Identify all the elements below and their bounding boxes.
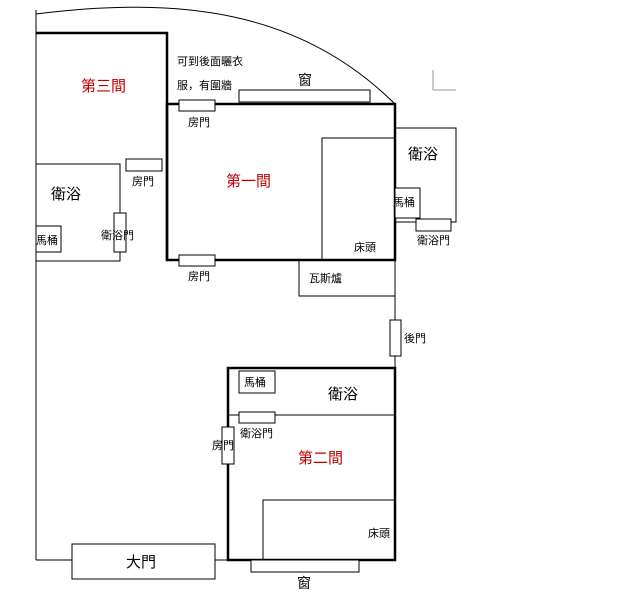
room-two-bathroom-label: 衛浴 xyxy=(328,385,358,403)
room-two-window-label: 窗 xyxy=(297,575,311,592)
room-one-bathroom-label: 衛浴 xyxy=(408,145,438,163)
room-three-door[interactable] xyxy=(125,158,163,172)
room-three-toilet-label: 馬桶 xyxy=(36,233,58,247)
main-door-label: 大門 xyxy=(126,553,156,571)
back-door[interactable] xyxy=(389,319,402,357)
room-two-bed-label: 床頭 xyxy=(368,526,390,540)
room-one-window-label: 窗 xyxy=(298,72,312,89)
room-two-door[interactable] xyxy=(221,426,235,465)
room-one-bed-label: 床頭 xyxy=(354,240,376,254)
gas-heater-wall xyxy=(298,260,395,297)
room-two-toilet-label: 馬桶 xyxy=(244,375,266,389)
room-two-window xyxy=(250,559,360,573)
room-one-bathroom-door-label: 衛浴門 xyxy=(417,234,450,247)
room-three-bathroom-door-label: 衛浴門 xyxy=(101,229,134,242)
room-two-toilet xyxy=(238,370,276,394)
room-two-bathroom-door-label: 衛浴門 xyxy=(240,427,273,440)
room-one-window xyxy=(238,89,371,103)
room-three-bathroom-door[interactable] xyxy=(113,212,127,253)
room-two-door-label: 房門 xyxy=(212,439,234,452)
room-one-label: 第一間 xyxy=(226,172,271,190)
note-line-2: 服，有圍牆 xyxy=(177,78,232,92)
room-two-bathroom-door[interactable] xyxy=(238,411,276,424)
room-one-top-door[interactable] xyxy=(178,99,216,112)
room-one-toilet xyxy=(394,187,421,219)
back-wall-curve xyxy=(35,6,396,105)
room-one-bathroom-door[interactable] xyxy=(415,218,452,232)
gas-heater-label: 瓦斯爐 xyxy=(309,271,342,285)
room-three-door-label: 房門 xyxy=(132,175,154,188)
room-three-label: 第三間 xyxy=(81,77,126,95)
room-two-label: 第二間 xyxy=(298,449,343,467)
main-door[interactable] xyxy=(71,543,216,580)
back-door-label: 後門 xyxy=(404,331,426,345)
room-one-bottom-door[interactable] xyxy=(178,254,216,267)
room-three-toilet xyxy=(35,225,62,253)
room-one-bottom-door-label: 房門 xyxy=(188,270,210,283)
room-one-toilet-label: 馬桶 xyxy=(393,195,415,209)
room-one-top-door-label: 房門 xyxy=(188,116,210,129)
note-line-1: 可到後面曬衣 xyxy=(177,54,243,68)
room-three-bathroom-label: 衛浴 xyxy=(51,185,81,203)
